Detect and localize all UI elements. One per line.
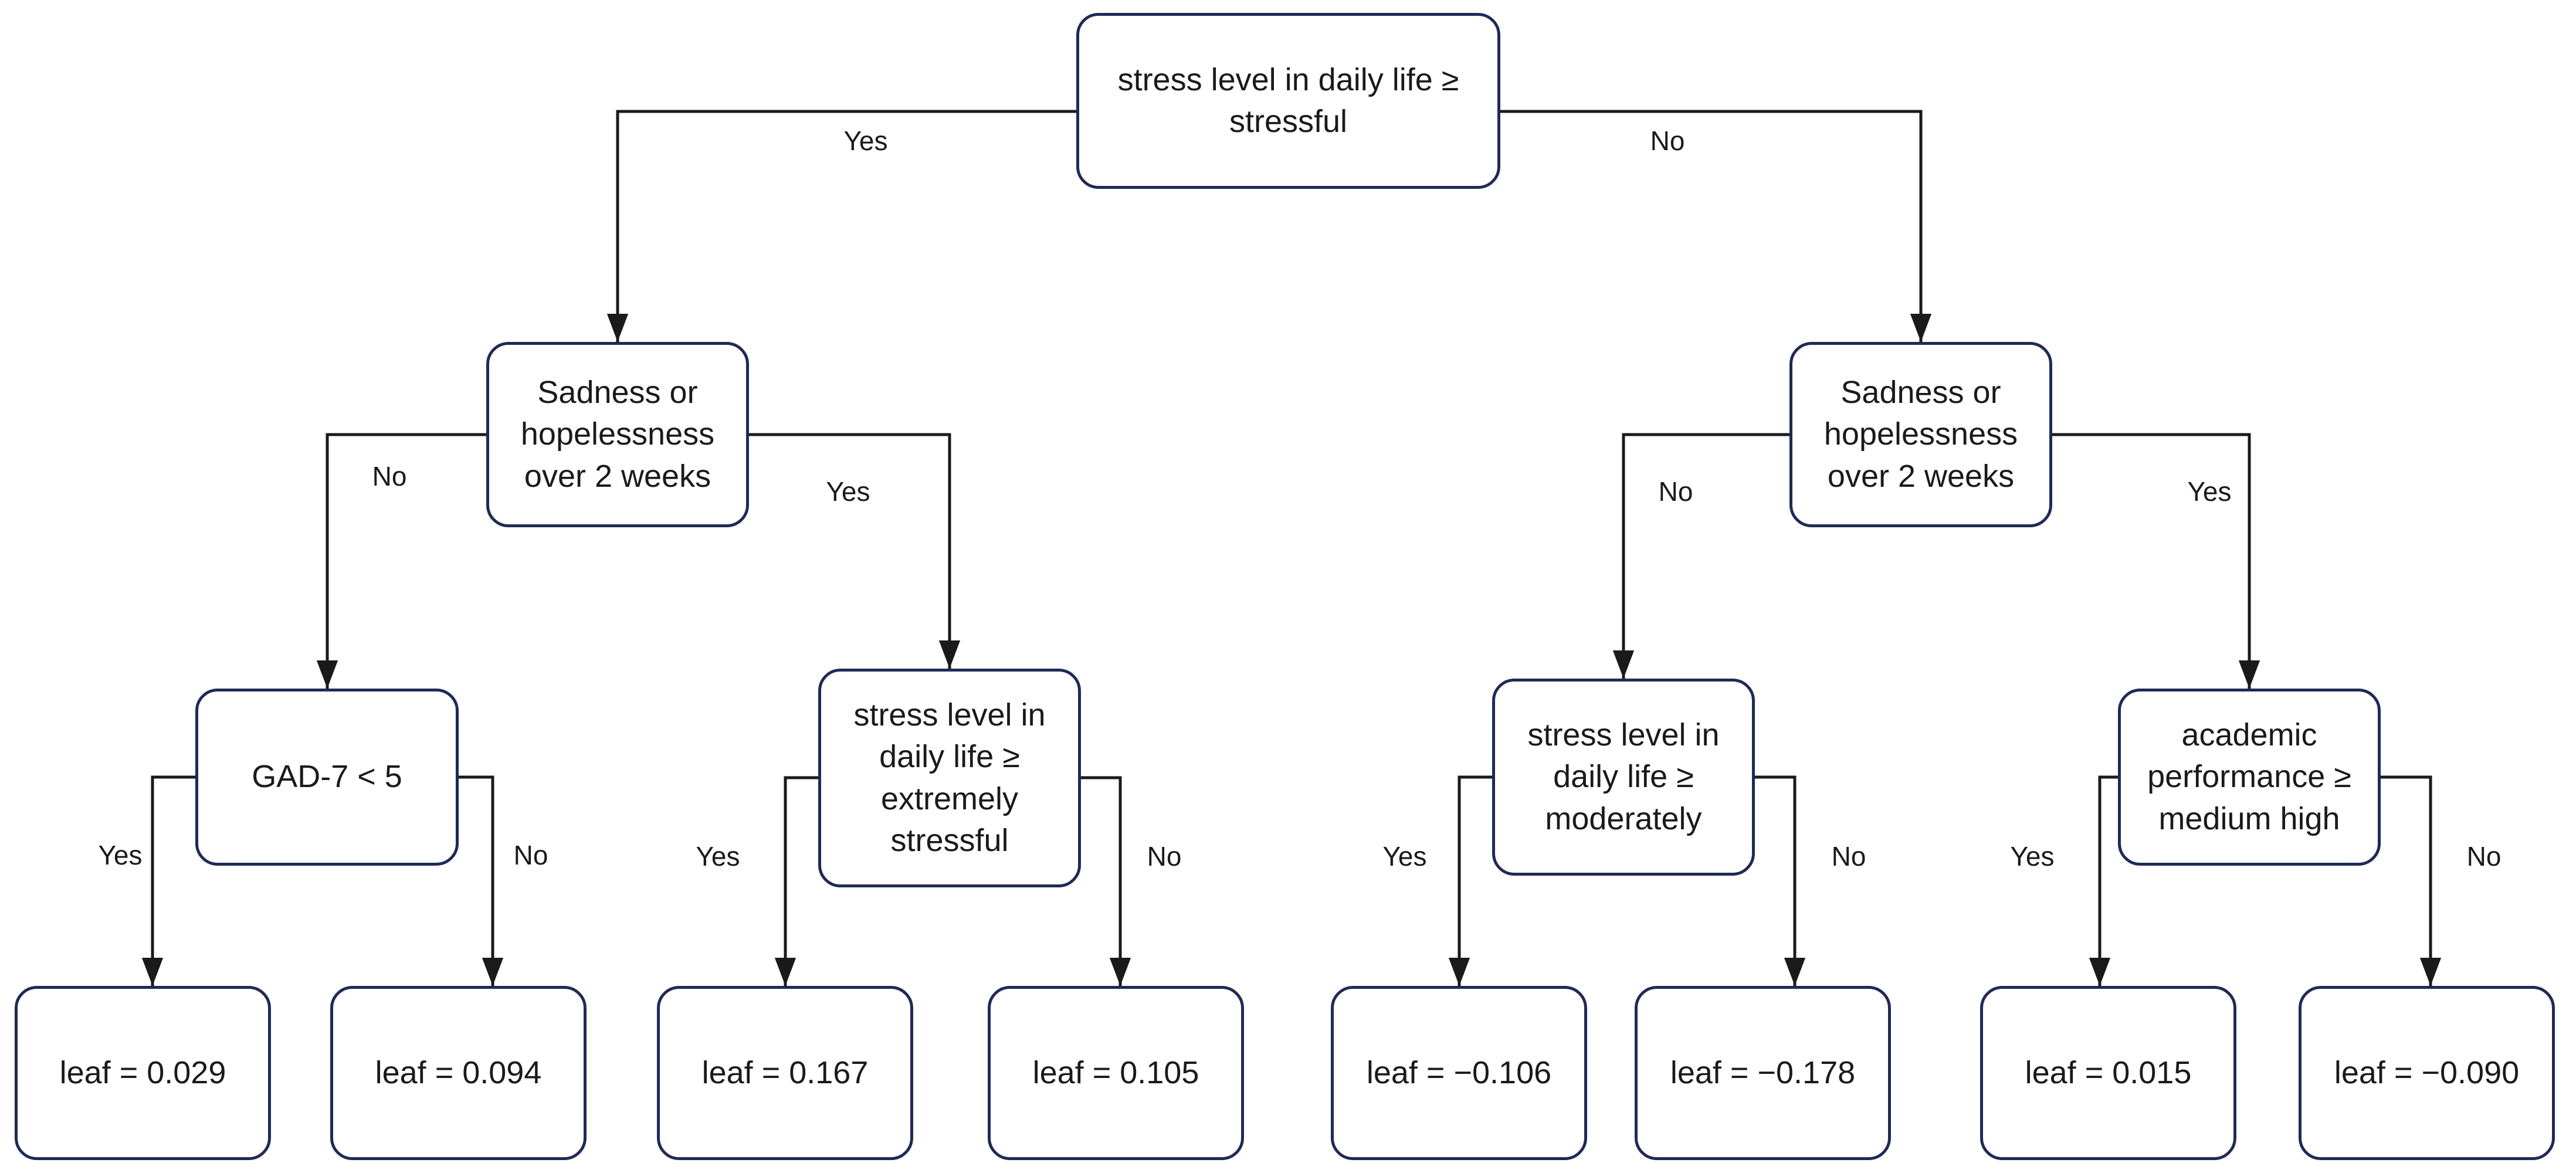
leaf-node-2: leaf = 0.094 <box>330 986 587 1160</box>
edge-label-extreme-yes: Yes <box>696 841 740 872</box>
leaf-value: leaf = 0.105 <box>1032 1055 1199 1090</box>
node-label: stress level in daily life ≥ moderately <box>1527 717 1720 836</box>
edge-label-sad-right-no: No <box>1658 476 1693 507</box>
edge-sad-right-yes <box>2052 433 2260 689</box>
edge-label-gad7-no: No <box>513 840 548 870</box>
edge-label-root-no: No <box>1650 126 1685 156</box>
edge-gad7-no <box>459 775 504 986</box>
node-label: stress level in daily life ≥ extremely s… <box>853 697 1046 858</box>
leaf-node-7: leaf = 0.015 <box>1980 986 2236 1160</box>
leaf-value: leaf = 0.029 <box>59 1055 226 1090</box>
node-academic-performance: academic performance ≥ medium high <box>2118 689 2381 866</box>
edge-label-extreme-no: No <box>1147 841 1182 872</box>
node-label: GAD-7 < 5 <box>252 759 402 795</box>
leaf-node-1: leaf = 0.029 <box>15 986 271 1160</box>
edge-label-academic-yes: Yes <box>2010 841 2055 872</box>
edge-root-no <box>1500 110 1932 342</box>
leaf-node-3: leaf = 0.167 <box>657 986 913 1160</box>
leaf-value: leaf = −0.106 <box>1366 1055 1552 1090</box>
edge-label-gad7-yes: Yes <box>98 840 143 870</box>
node-label: stress level in daily life ≥ stressful <box>1117 62 1459 139</box>
edge-gad7-yes <box>141 775 195 986</box>
edge-extreme-no <box>1081 776 1131 986</box>
leaf-value: leaf = 0.094 <box>375 1055 542 1090</box>
leaf-value: leaf = −0.090 <box>2334 1055 2520 1090</box>
edge-label-moderate-no: No <box>1831 841 1866 872</box>
leaf-value: leaf = −0.178 <box>1670 1055 1856 1090</box>
edge-moderate-no <box>1755 775 1806 986</box>
edge-moderate-yes <box>1448 775 1492 986</box>
leaf-node-5: leaf = −0.106 <box>1331 986 1587 1160</box>
edge-label-sad-left-yes: Yes <box>826 476 870 507</box>
node-sadness-hopelessness-right: Sadness or hopelessness over 2 weeks <box>1789 342 2052 527</box>
leaf-value: leaf = 0.167 <box>701 1055 869 1090</box>
node-label: academic performance ≥ medium high <box>2147 717 2351 836</box>
leaf-value: leaf = 0.015 <box>2025 1055 2192 1090</box>
node-stress-moderately: stress level in daily life ≥ moderately <box>1492 679 1755 876</box>
edge-sad-right-no <box>1612 433 1789 679</box>
edge-label-moderate-yes: Yes <box>1382 841 1427 872</box>
node-label: Sadness or hopelessness over 2 weeks <box>520 375 715 494</box>
leaf-node-4: leaf = 0.105 <box>988 986 1244 1160</box>
edge-sad-left-yes <box>749 433 961 669</box>
edge-root-yes <box>606 110 1076 342</box>
edge-label-academic-no: No <box>2466 841 2502 872</box>
edge-sad-left-no <box>316 433 486 689</box>
node-root-stress-level: stress level in daily life ≥ stressful <box>1076 13 1500 189</box>
edge-extreme-yes <box>774 776 818 986</box>
node-gad7: GAD-7 < 5 <box>195 689 459 866</box>
edge-academic-no <box>2381 775 2442 986</box>
edge-label-sad-left-no: No <box>372 461 407 491</box>
leaf-node-8: leaf = −0.090 <box>2299 986 2555 1160</box>
node-label: Sadness or hopelessness over 2 weeks <box>1823 375 2018 494</box>
edge-label-root-yes: Yes <box>843 126 888 156</box>
node-stress-extremely: stress level in daily life ≥ extremely s… <box>818 669 1081 887</box>
edge-academic-yes <box>2089 775 2118 986</box>
edge-label-sad-right-yes: Yes <box>2187 476 2232 507</box>
node-sadness-hopelessness-left: Sadness or hopelessness over 2 weeks <box>486 342 749 527</box>
leaf-node-6: leaf = −0.178 <box>1635 986 1891 1160</box>
